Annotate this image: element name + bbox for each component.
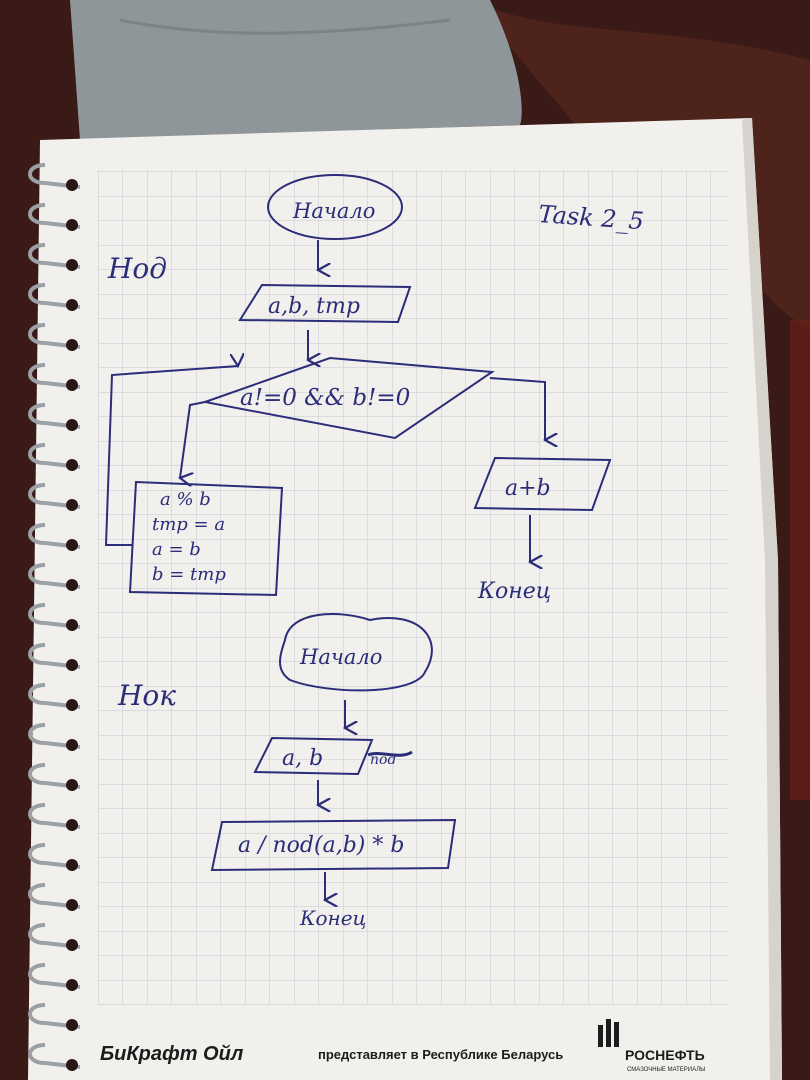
footer-tagline: представляет в Республике Беларусь: [318, 1047, 563, 1062]
nod-input-text: a,b, tmp: [268, 294, 360, 319]
nok-output-parallelogram: [210, 818, 457, 872]
nok-end-text: Конец: [299, 906, 366, 930]
footer-brand-left: БиКрафт Ойл: [100, 1043, 244, 1065]
carpet-pattern: [470, 0, 810, 330]
strike-scribble: [367, 750, 413, 757]
nod-condition-diamond: [201, 356, 495, 440]
rosneft-logo-icon: [598, 1019, 619, 1047]
nod-loop-line-4: b = tmp: [152, 564, 226, 585]
nod-start-text: Начало: [292, 199, 375, 223]
footer-brand-right: РОСНЕФТЬ: [625, 1047, 705, 1063]
jeans: [70, 0, 522, 140]
spiral-binding: [28, 163, 81, 1069]
grid-area: [98, 170, 728, 1005]
nod-start-oval: [267, 174, 403, 240]
nok-input-text: a, b: [282, 746, 323, 771]
nod-output-text: a+b: [505, 476, 551, 501]
nok-section-label: Нок: [117, 679, 176, 712]
nod-loop-line-2: tmp = a: [152, 514, 225, 535]
nod-flowchart: [104, 174, 612, 597]
nod-loop-body-box: [128, 480, 284, 597]
nod-loop-line-1: a % b: [160, 489, 211, 510]
nod-loop-line-3: a = b: [152, 539, 201, 560]
nod-input-parallelogram: [238, 283, 412, 324]
nod-end-text: Конец: [477, 579, 551, 604]
nok-start-oval: [279, 613, 433, 692]
footer-brand-right-sub: СМАЗОЧНЫЕ МАТЕРИАЛЫ: [627, 1067, 706, 1073]
nod-condition-text: a!=0 && b!=0: [240, 385, 410, 411]
nok-input-parallelogram: [253, 736, 374, 776]
nod-output-parallelogram: [473, 456, 612, 512]
nod-section-label: Нод: [107, 252, 167, 285]
nok-flowchart: [210, 613, 457, 900]
nok-output-text: a / nod(a,b) * b: [238, 833, 404, 858]
nok-start-text: Начало: [299, 645, 382, 669]
